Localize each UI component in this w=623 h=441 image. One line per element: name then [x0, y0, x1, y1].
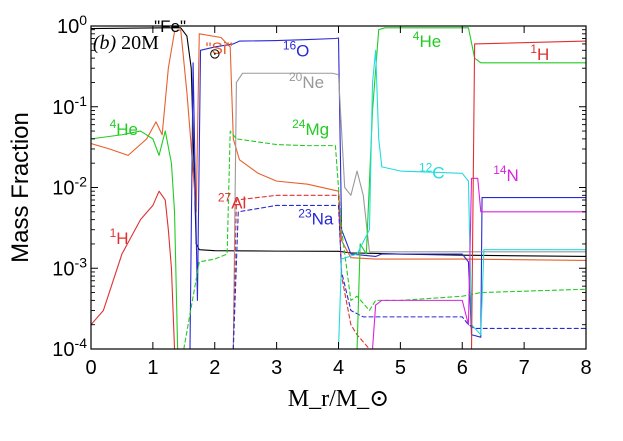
label-20ne: 20Ne: [289, 70, 324, 92]
x-tick-label: 0: [85, 357, 96, 379]
x-axis-label: M_r/M_⊙: [288, 386, 389, 412]
x-axis-label-text: M_r/M_⊙: [288, 386, 389, 412]
x-tick-label: 3: [271, 357, 282, 379]
label-4he: 4He: [110, 117, 138, 139]
series-12c-line: [337, 49, 586, 349]
y-tick-label: 10-1: [52, 93, 87, 119]
label-layer: "Fe" "Si" 16O 20Ne 24Mg 27Al 23Na 4He 4He 12C 14N 1…: [110, 17, 550, 248]
series-27al-dashed: [232, 194, 370, 349]
x-tick-label: 1: [147, 357, 158, 379]
label-24mg: 24Mg: [292, 117, 329, 139]
series-23na-dashed: [232, 204, 586, 349]
y-axis-label: Mass Fraction: [7, 112, 34, 263]
x-tick-label: 4: [333, 357, 344, 379]
sun-symbol-dot: [213, 53, 216, 55]
y-tick-label: 10-2: [52, 174, 87, 200]
x-tick-label: 8: [580, 357, 591, 379]
sun-symbol: [210, 49, 220, 59]
label-1h: 1H: [530, 42, 549, 64]
series-4he-line: [91, 27, 586, 349]
label-fe: "Fe": [154, 17, 186, 36]
label-4he: 4He: [413, 29, 441, 51]
series-16o-line: [189, 37, 586, 349]
x-tick-label: 2: [209, 357, 220, 379]
label-1h: 1H: [110, 226, 129, 248]
series-20ne-line: [232, 72, 586, 349]
label-23na: 23Na: [298, 206, 334, 228]
label-12c: 12C: [419, 160, 445, 182]
tick-layer: 0 1 2 3 4 5 6 7 8 10-4 10-3 10-2 10-1 100: [52, 12, 591, 379]
y-tick-label: 100: [57, 12, 87, 38]
series-layer: [91, 27, 586, 349]
x-tick-label: 6: [457, 357, 468, 379]
panel-label: (b) 20M: [93, 32, 220, 59]
y-tick-label: 10-3: [52, 254, 87, 280]
y-tick-label: 10-4: [52, 335, 87, 361]
x-tick-label: 7: [519, 357, 530, 379]
series-14n-line: [371, 177, 586, 349]
series-1h-line: [91, 40, 586, 349]
label-si: "Si": [205, 39, 232, 58]
series-si-line: [91, 29, 586, 261]
label-14n: 14N: [493, 163, 519, 185]
label-16o: 16O: [283, 38, 310, 60]
x-tick-label: 5: [395, 357, 406, 379]
series-24mg-dashed: [183, 130, 586, 349]
label-27al: 27Al: [218, 190, 246, 212]
panel-label-text: (b) 20M: [93, 32, 159, 54]
